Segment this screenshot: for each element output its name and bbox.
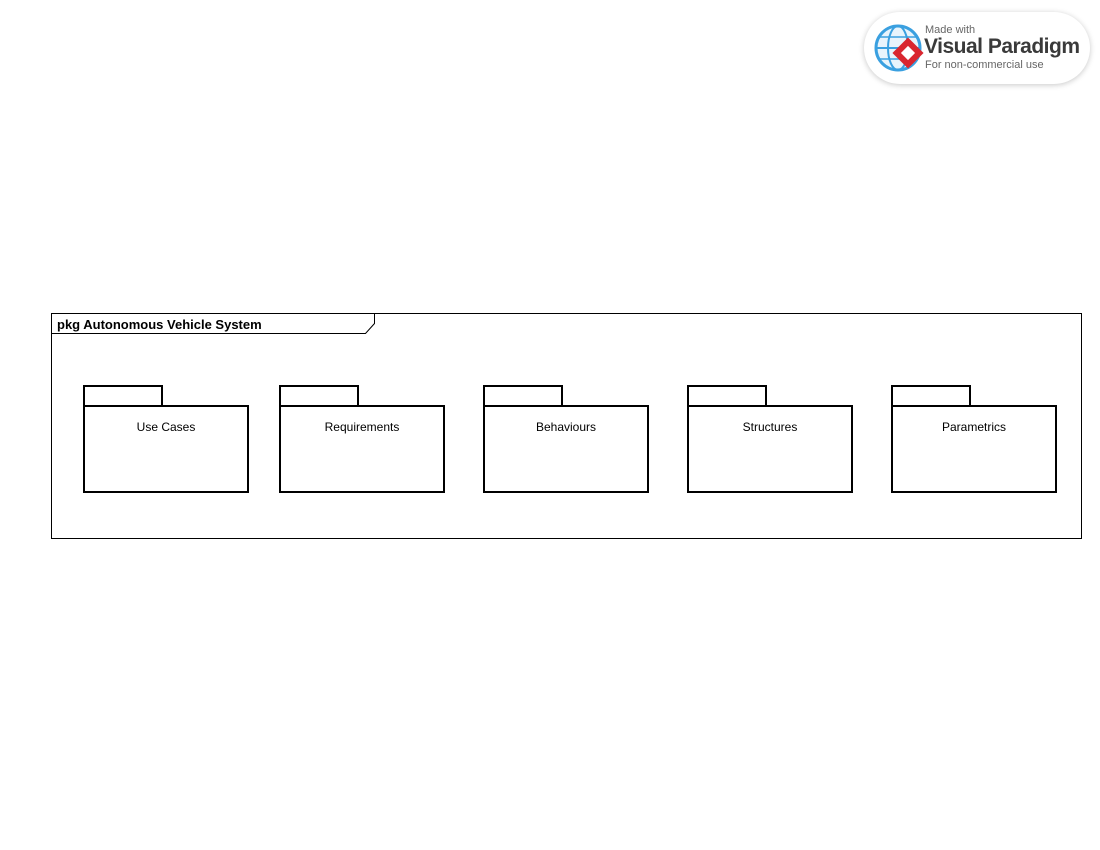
package-parametrics[interactable]: Parametrics bbox=[891, 385, 1057, 493]
package-label: Requirements bbox=[324, 420, 400, 434]
package-body: Parametrics bbox=[891, 405, 1057, 493]
package-label: Structures bbox=[742, 420, 798, 434]
package-label: Behaviours bbox=[535, 420, 597, 434]
package-body: Behaviours bbox=[483, 405, 649, 493]
package-requirements[interactable]: Requirements bbox=[279, 385, 445, 493]
package-body: Requirements bbox=[279, 405, 445, 493]
package-tab bbox=[687, 385, 767, 405]
package-label: Parametrics bbox=[941, 420, 1006, 434]
package-label: Use Cases bbox=[136, 420, 196, 434]
package-body: Structures bbox=[687, 405, 853, 493]
frame-title: pkg Autonomous Vehicle System bbox=[57, 317, 262, 332]
package-tab bbox=[891, 385, 971, 405]
package-tab bbox=[483, 385, 563, 405]
package-tab bbox=[83, 385, 163, 405]
package-structures[interactable]: Structures bbox=[687, 385, 853, 493]
package-body: Use Cases bbox=[83, 405, 249, 493]
package-behaviours[interactable]: Behaviours bbox=[483, 385, 649, 493]
watermark-subtitle: For non-commercial use bbox=[925, 59, 1044, 71]
package-diagram-frame: pkg Autonomous Vehicle System bbox=[51, 313, 1082, 539]
package-use-cases[interactable]: Use Cases bbox=[83, 385, 249, 493]
watermark-made-with: Made with bbox=[925, 24, 976, 36]
visual-paradigm-logo-icon bbox=[874, 24, 924, 72]
watermark-brand: Visual Paradigm bbox=[924, 35, 1080, 58]
frame-name-tab bbox=[52, 314, 375, 334]
package-tab bbox=[279, 385, 359, 405]
visual-paradigm-watermark: Made with Visual Paradigm For non-commer… bbox=[864, 12, 1090, 84]
